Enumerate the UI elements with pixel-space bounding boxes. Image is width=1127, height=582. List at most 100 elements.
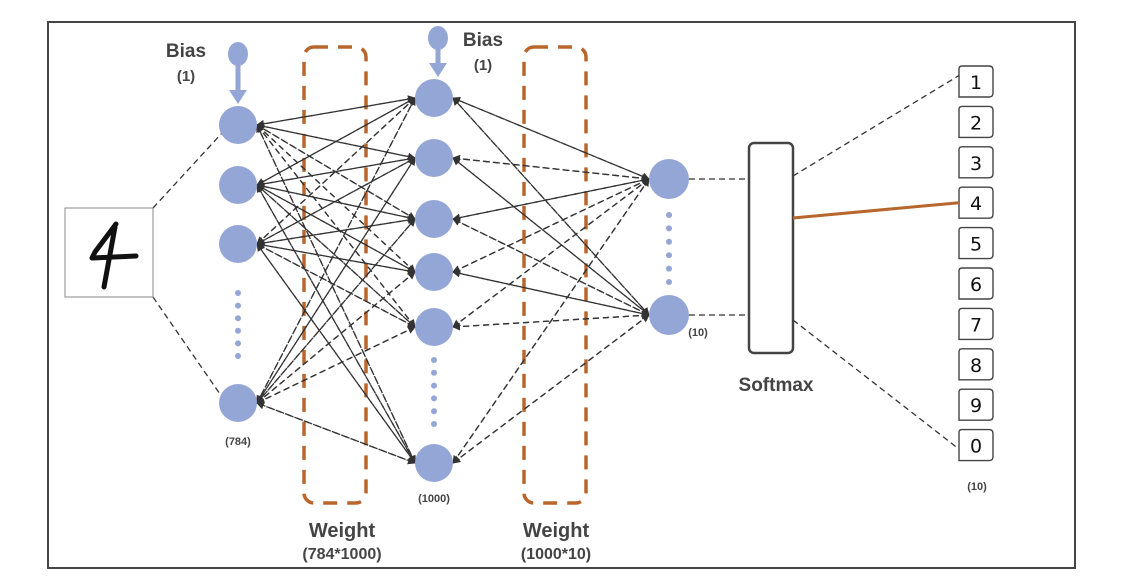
bias-1-arrow-shaft [235, 62, 241, 92]
class-label: 1 [970, 72, 982, 94]
handwritten-digit-4 [89, 221, 139, 290]
class-box-frame [958, 186, 994, 219]
class-box-frame [958, 105, 994, 139]
edge-image-to-input [152, 132, 223, 209]
class-label: 8 [970, 355, 982, 377]
edge-input-hidden [256, 184, 416, 464]
output-layer-ellipsis-dot [666, 238, 672, 245]
bias-2-arrow-head [429, 63, 447, 77]
selected-class-edge [792, 201, 960, 220]
class-label: 7 [970, 314, 982, 336]
class-label: 6 [970, 274, 982, 296]
connection-edges [152, 95, 749, 465]
edge-input-hidden [256, 95, 416, 126]
weight-box-2 [522, 45, 588, 505]
edge-input-hidden [256, 184, 416, 273]
bias-count-1: (1) [177, 68, 195, 85]
class-box-frame [958, 65, 994, 98]
edge-hidden-output [452, 154, 650, 180]
hidden-layer-node [415, 79, 453, 117]
edge-input-hidden [256, 184, 416, 328]
hidden-layer-node [415, 308, 453, 346]
bias-2-arrow-shaft [435, 46, 441, 65]
class-box-1: 1 [958, 65, 994, 98]
output-classes: 1 2 3 4 5 6 7 8 9 0 [792, 65, 994, 462]
class-label: 2 [970, 112, 982, 134]
hidden-layer-ellipsis-dot [431, 395, 437, 402]
softmax-label: Softmax [739, 375, 814, 396]
edge-input-hidden [256, 97, 416, 186]
weight-boxes [302, 45, 588, 505]
input-layer-ellipsis-dot [235, 315, 241, 322]
edge-hidden-output [452, 178, 650, 222]
hidden-layer-ellipsis-dot [431, 382, 437, 389]
edge-hidden-output [452, 314, 650, 331]
edge-input-hidden [256, 124, 416, 273]
class-box-0: 0 [958, 428, 994, 462]
class-box-6: 6 [958, 267, 994, 300]
edge-input-hidden [256, 271, 416, 404]
edge-input-hidden [256, 402, 416, 465]
edge-softmax-class-last [792, 319, 960, 450]
input-layer-ellipsis-dot [235, 340, 241, 347]
class-box-frame [958, 388, 994, 421]
hidden-layer-ellipsis-dot [431, 357, 437, 363]
neurons [219, 26, 689, 482]
weight-dims-2: (1000*10) [521, 546, 591, 563]
bias-1-node [228, 42, 248, 66]
bias-label-2: Bias [463, 30, 503, 51]
softmax-block [747, 141, 795, 355]
input-layer-ellipsis-dot [235, 302, 241, 309]
class-label: 3 [970, 153, 982, 175]
edge-hidden-output [452, 178, 650, 464]
edge-hidden-output [452, 314, 650, 464]
class-count-label: (10) [967, 481, 987, 493]
edge-hidden-output [452, 218, 650, 316]
class-box-frame [958, 348, 994, 381]
edge-input-hidden [256, 97, 416, 245]
edge-input-hidden [256, 97, 416, 404]
input-layer-node [219, 225, 257, 263]
output-layer-node [649, 295, 689, 335]
class-label: 9 [970, 395, 982, 417]
input-layer-node [219, 166, 257, 204]
edge-hidden-output [452, 218, 650, 316]
input-layer-node [219, 384, 257, 422]
edge-input-hidden [256, 157, 416, 404]
layer-size-input: (784) [225, 436, 251, 448]
class-box-frame [958, 267, 994, 300]
class-box-4: 4 [958, 186, 994, 219]
input-layer-ellipsis-dot [235, 290, 241, 296]
output-layer-ellipsis-dot [666, 212, 672, 218]
hidden-layer-node [415, 444, 453, 482]
input-layer-ellipsis-dot [235, 327, 241, 334]
edge-input-hidden [256, 218, 416, 247]
hidden-layer-ellipsis-dot [431, 421, 437, 427]
edge-hidden-output [452, 178, 650, 328]
class-box-5: 5 [958, 226, 994, 260]
hidden-layer-node [415, 200, 453, 238]
input-image [64, 207, 154, 298]
diagram-frame [47, 21, 1076, 569]
edge-input-hidden [256, 155, 416, 186]
hidden-layer-node [415, 139, 453, 177]
bias-1-arrow-head [229, 90, 247, 104]
output-layer-ellipsis-dot [666, 279, 672, 285]
edge-input-hidden [256, 184, 416, 222]
class-box-frame [958, 146, 994, 179]
edge-input-hidden [256, 243, 416, 464]
hidden-layer-node [415, 253, 453, 291]
output-layer-ellipsis-dot [666, 265, 672, 272]
bias-count-2: (1) [474, 57, 492, 74]
edge-input-hidden [256, 326, 416, 404]
weight-label-1: Weight [309, 520, 376, 542]
edge-hidden-output [452, 269, 650, 316]
output-layer-ellipsis-dot [666, 225, 672, 232]
edge-hidden-output [452, 178, 650, 273]
weight-dims-1: (784*1000) [302, 546, 381, 563]
hidden-layer-ellipsis-dot [431, 408, 437, 415]
class-box-frame [958, 428, 994, 462]
class-box-7: 7 [958, 307, 994, 341]
class-box-frame [958, 307, 994, 341]
